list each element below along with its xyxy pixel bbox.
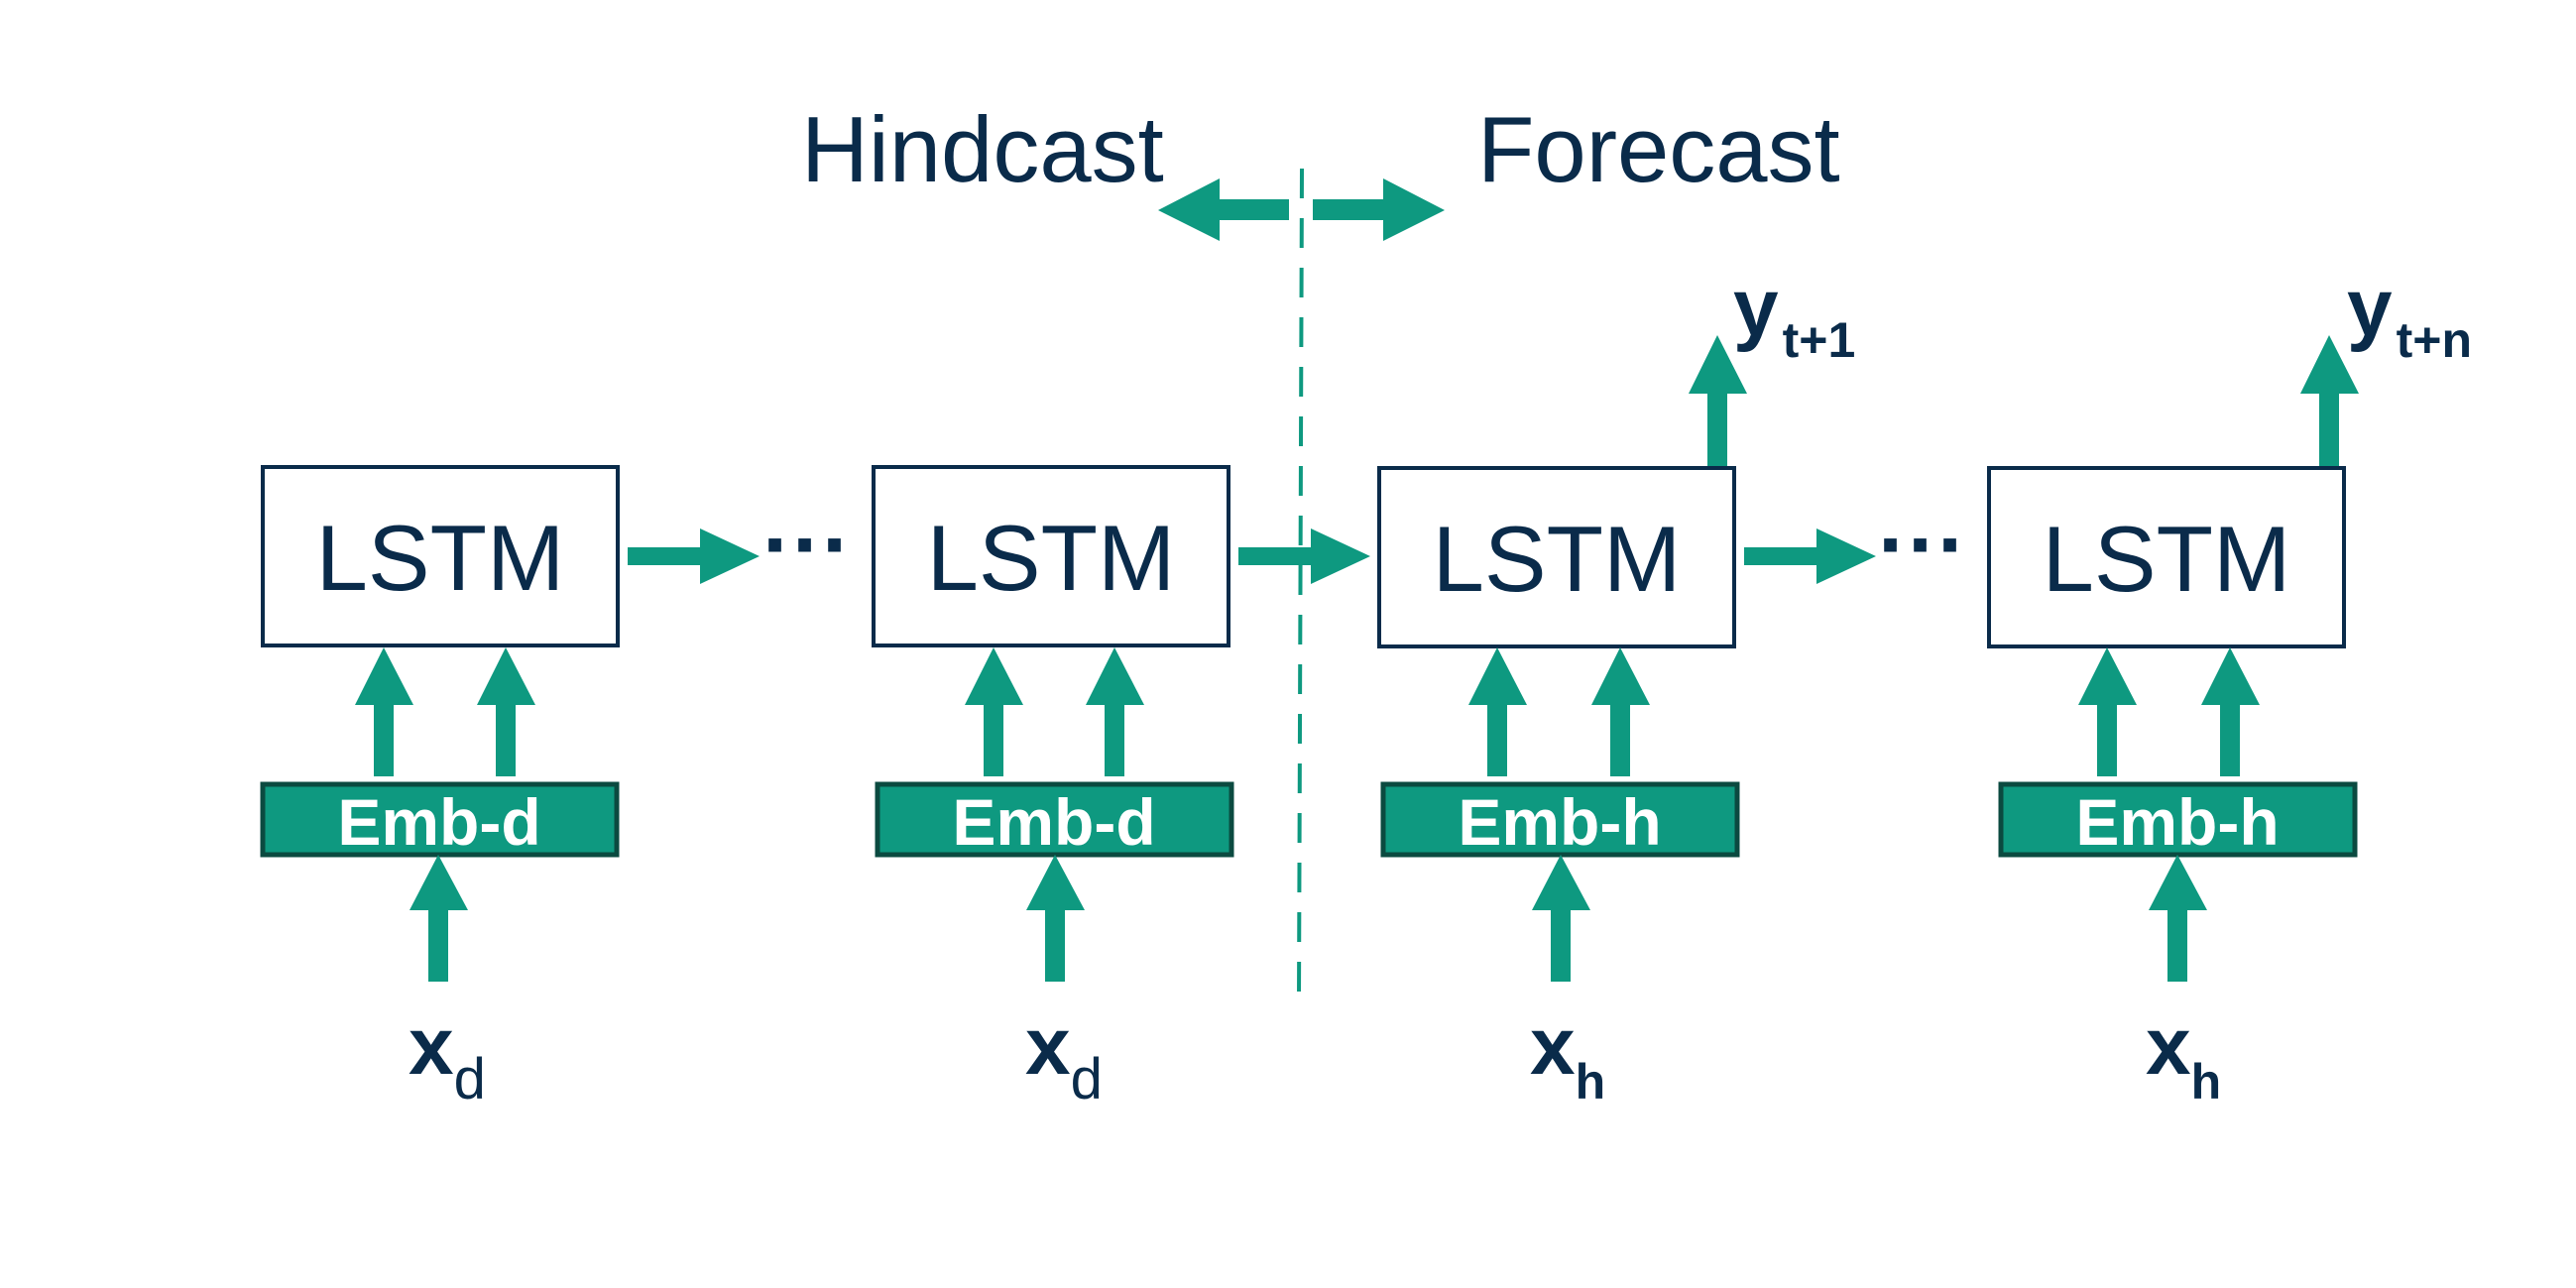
output-arrow bbox=[1689, 335, 1747, 466]
recurrent-arrow-2 bbox=[1238, 528, 1370, 584]
hindcast-forecast-divider bbox=[1297, 168, 1304, 1002]
lstm-box bbox=[261, 465, 620, 647]
embedding-label: Emb-h bbox=[1458, 785, 1661, 859]
forecast-direction-arrow bbox=[1313, 178, 1445, 241]
embedding-label: Emb-h bbox=[2075, 785, 2279, 859]
input-arrow bbox=[1532, 855, 1590, 982]
input-variable: xh bbox=[1530, 1001, 1605, 1110]
embedding-label: Emb-d bbox=[952, 785, 1155, 859]
recurrent-arrow-3 bbox=[1744, 528, 1876, 584]
embedding-to-lstm-arrows bbox=[965, 647, 1144, 776]
embedding-to-lstm-arrows bbox=[355, 647, 535, 776]
embedding-to-lstm-arrows bbox=[2078, 647, 2260, 776]
cell-2: LSTM Emb-d xd bbox=[872, 465, 1234, 1112]
lstm-label: LSTM bbox=[1433, 507, 1682, 611]
lstm-label: LSTM bbox=[2043, 507, 2291, 611]
hindcast-label: Hindcast bbox=[801, 97, 1164, 201]
input-variable: xd bbox=[409, 1001, 486, 1112]
embedding-box bbox=[260, 781, 620, 858]
input-arrow bbox=[1026, 855, 1085, 982]
output-variable: yt+1 bbox=[1733, 263, 1855, 368]
cell-4: LSTM Emb-h xh yt+n bbox=[1987, 263, 2472, 1110]
embedding-to-lstm-arrows bbox=[1468, 647, 1650, 776]
input-variable: xd bbox=[1025, 1001, 1103, 1112]
output-arrow bbox=[2300, 335, 2359, 466]
embedding-box bbox=[875, 781, 1234, 858]
input-arrow bbox=[410, 855, 468, 982]
lstm-box bbox=[1987, 466, 2346, 648]
output-variable: yt+n bbox=[2347, 263, 2472, 368]
lstm-label: LSTM bbox=[927, 506, 1176, 610]
lstm-label: LSTM bbox=[316, 506, 565, 610]
recurrent-arrow-1 bbox=[628, 528, 760, 584]
cell-3: LSTM Emb-h xh yt+1 bbox=[1377, 263, 1855, 1110]
input-arrow bbox=[2149, 855, 2207, 982]
lstm-box bbox=[1377, 466, 1736, 648]
hindcast-direction-arrow bbox=[1158, 178, 1289, 241]
embedding-box bbox=[1380, 781, 1740, 858]
ellipsis-hindcast: ··· bbox=[762, 496, 852, 595]
embedding-box bbox=[1998, 781, 2358, 858]
forecast-label: Forecast bbox=[1477, 97, 1840, 201]
embedding-label: Emb-d bbox=[337, 785, 540, 859]
lstm-box bbox=[872, 465, 1230, 647]
recurrent-arrows bbox=[628, 528, 1876, 584]
direction-arrows bbox=[1158, 178, 1445, 241]
input-variable: xh bbox=[2146, 1001, 2221, 1110]
cell-1: LSTM Emb-d xd bbox=[260, 465, 620, 1112]
ellipsis-forecast: ··· bbox=[1878, 496, 1967, 595]
